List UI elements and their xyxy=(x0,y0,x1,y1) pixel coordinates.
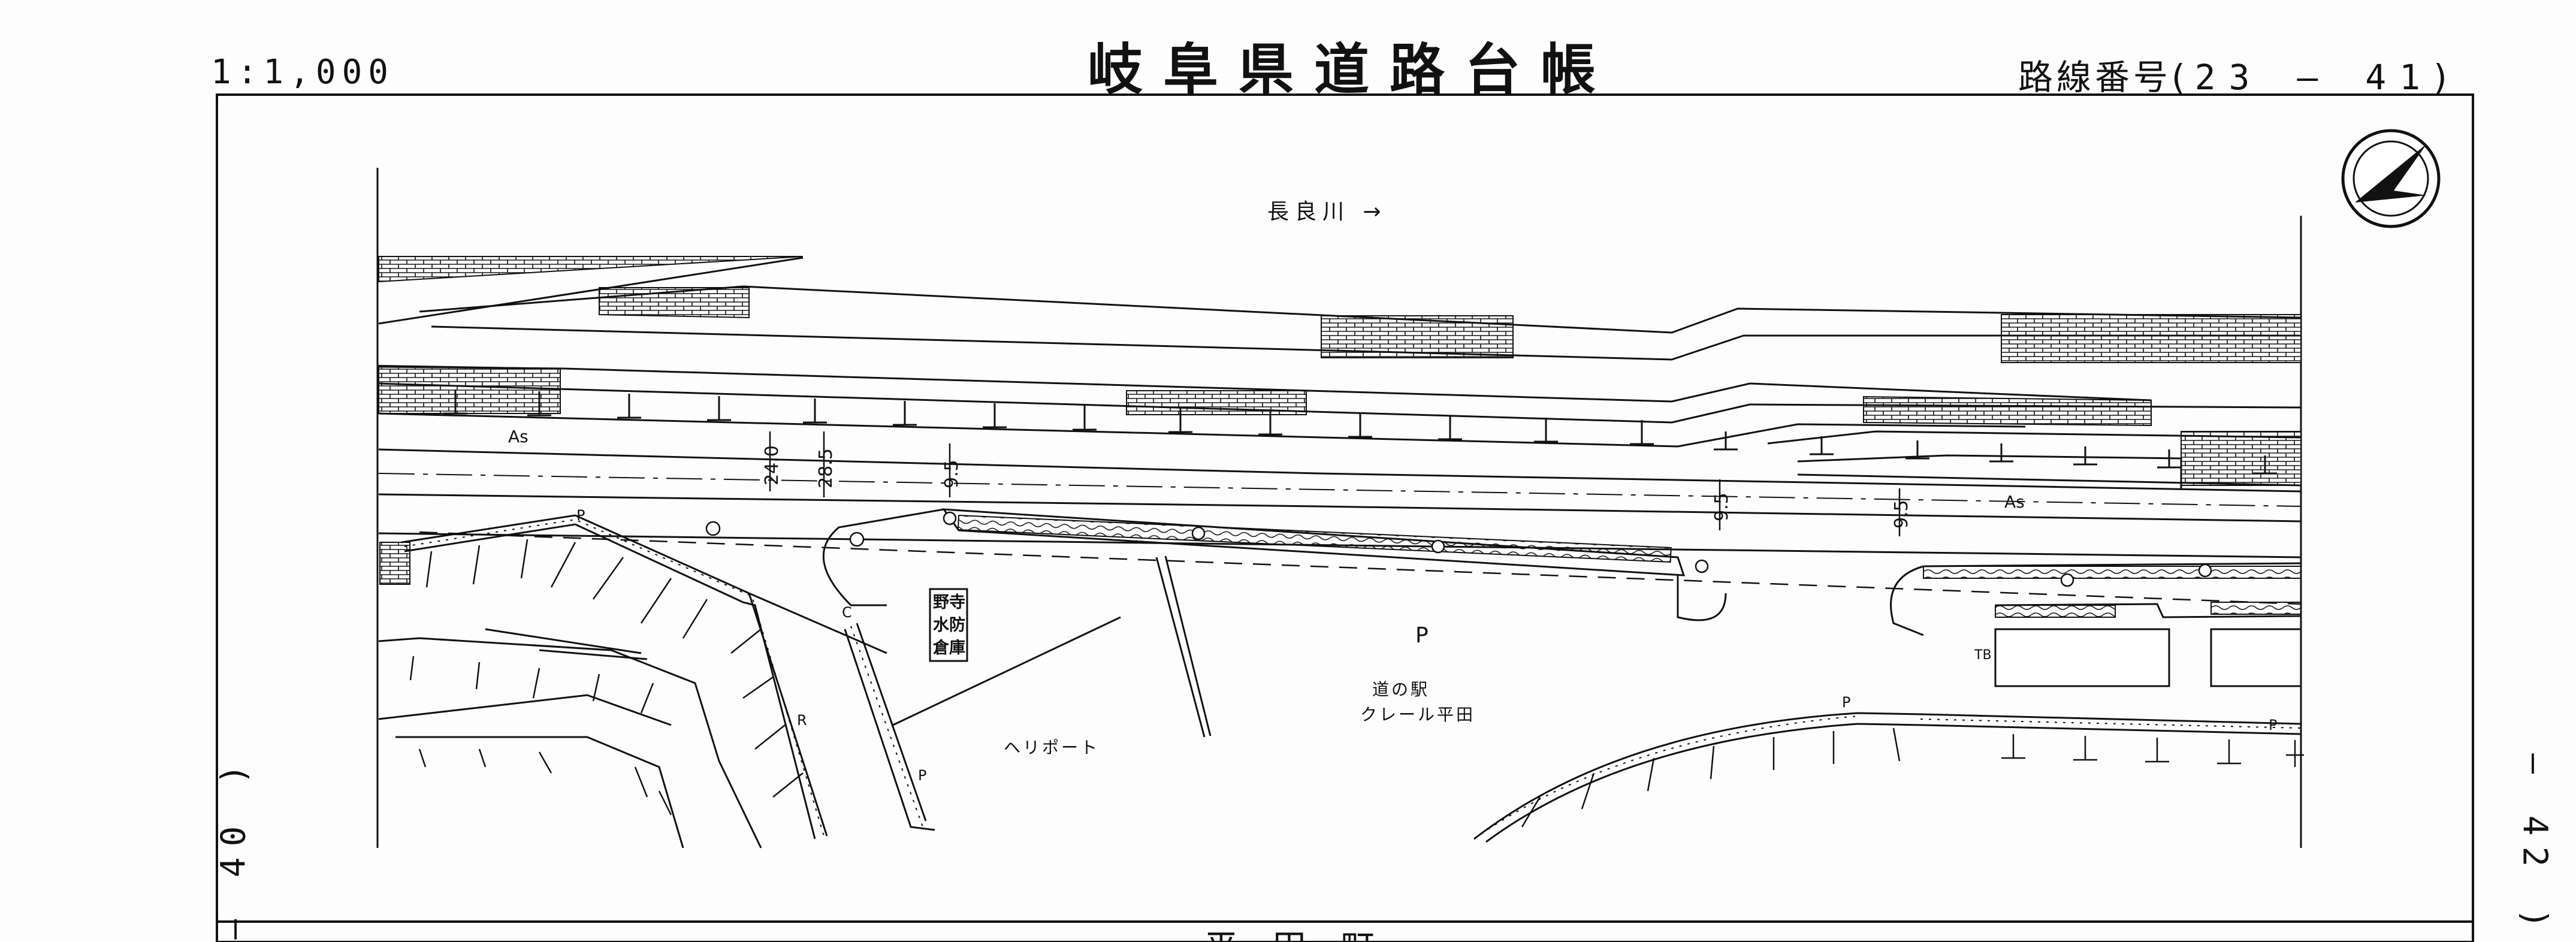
scale-label: 1:1,000 xyxy=(211,53,395,92)
width-label: 9.5 xyxy=(941,460,962,488)
parking-label: P xyxy=(1415,623,1429,648)
station-name-label: クレール平田 xyxy=(1360,705,1475,724)
parking-marker: P xyxy=(918,767,926,784)
station-frontage xyxy=(822,508,2302,687)
main-road xyxy=(378,448,2302,605)
southern-curve-road xyxy=(1473,712,2302,843)
width-label: 24.0 xyxy=(762,445,783,485)
left-slope-hachures xyxy=(409,539,804,816)
width-dimension-marks xyxy=(769,431,1901,536)
town-name-partial: 平 田 町 xyxy=(1204,928,1387,942)
left-streets xyxy=(378,514,1212,849)
embankment-lines xyxy=(378,256,2302,488)
width-label: 28.5 xyxy=(816,448,836,488)
storage-building-label: 倉庫 xyxy=(932,638,965,657)
parking-marker: P xyxy=(1842,694,1850,711)
levee-brick-areas xyxy=(378,256,2302,585)
tb-label: TB xyxy=(1974,648,1992,663)
width-labels: 24.0 28.5 9.5 9.5 9.5 xyxy=(762,445,1912,529)
heliport-label: ヘリポート xyxy=(1004,738,1100,757)
parking-marker: P xyxy=(2269,717,2277,733)
r-label: R xyxy=(797,712,807,729)
c-label: C xyxy=(842,604,852,621)
surface-label: As xyxy=(2004,492,2025,512)
sheet-title: 岐阜県道路台帳 xyxy=(1088,37,1617,102)
slope-hachures xyxy=(443,390,2277,475)
route-number-value: 23 — 41 xyxy=(2194,57,2434,98)
south-slope-hachures xyxy=(1521,727,2304,828)
surface-label: As xyxy=(508,427,529,446)
map-labels: 長良川 → As As P 道の駅 クレール平田 ヘリポート P P P P T… xyxy=(508,200,2277,942)
utility-markers xyxy=(705,511,2212,587)
river-label: 長良川 → xyxy=(1267,200,1387,224)
route-close-paren: ) xyxy=(2433,57,2451,98)
width-label: 9.5 xyxy=(1891,500,1912,529)
route-label-text: 路線番号( xyxy=(2018,57,2189,98)
north-arrow-icon xyxy=(2341,129,2441,228)
station-name-label: 道の駅 xyxy=(1372,680,1430,699)
route-number-label: 路線番号(23 — 41) xyxy=(2018,49,2451,99)
storage-building: 野寺 水防 倉庫 xyxy=(929,588,968,662)
map-frame xyxy=(216,93,2474,942)
planter-strips xyxy=(1995,602,2302,618)
parking-marker: P xyxy=(576,507,585,524)
storage-building-label: 野寺 xyxy=(933,593,965,612)
guardrails xyxy=(404,518,2302,840)
width-label: 9.5 xyxy=(1711,493,1732,521)
storage-building-label: 水防 xyxy=(933,616,965,635)
